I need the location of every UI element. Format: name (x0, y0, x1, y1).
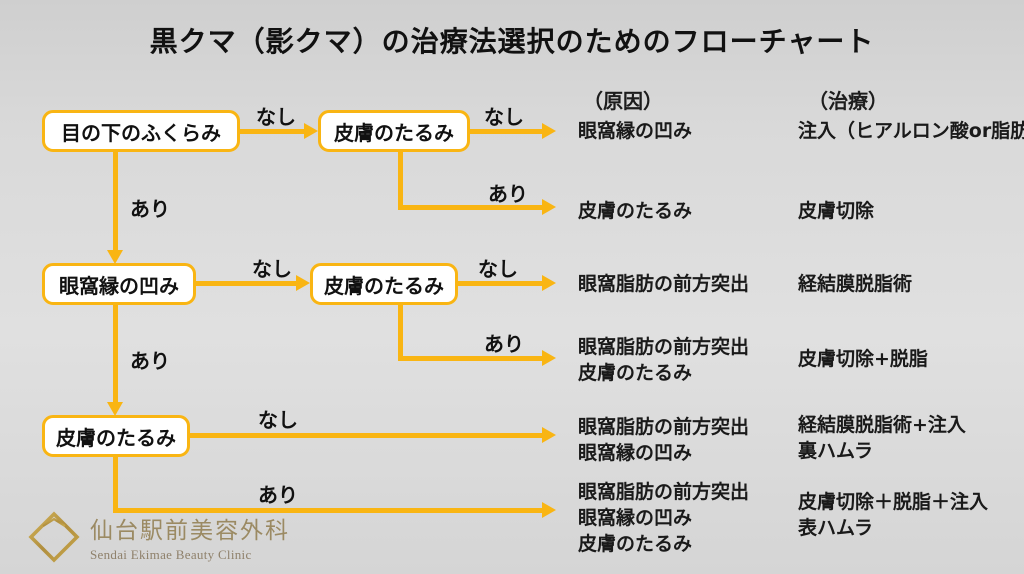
treatment-line: 皮膚切除 (798, 200, 875, 222)
edge-label-yes: あり (484, 332, 524, 356)
arrow-line (113, 457, 118, 513)
treatment-row-1: 注入（ヒアルロン酸or脂肪） (798, 118, 1024, 144)
flow-box-orbital-rim-hollow: 眼窩縁の凹み (42, 263, 196, 305)
treatment-row-2: 皮膚切除 (798, 198, 874, 224)
cause-line: 皮膚のたるみ (578, 200, 693, 222)
treatment-row-6: 皮膚切除＋脱脂＋注入 表ハムラ (798, 489, 988, 541)
column-header-treatment: （治療） (808, 89, 888, 113)
treatment-line: 表ハムラ (798, 517, 874, 539)
cause-line: 眼窩脂肪の前方突出 (578, 416, 750, 438)
arrow-head-right-icon (542, 123, 556, 139)
clinic-name-en: Sendai Ekimae Beauty Clinic (90, 547, 252, 562)
cause-line: 眼窩脂肪の前方突出 (578, 481, 750, 503)
page-title: 黒クマ（影クマ）の治療法選択のためのフローチャート (149, 25, 875, 58)
arrow-line (240, 129, 306, 134)
cause-line: 眼窩脂肪の前方突出 (578, 336, 750, 358)
edge-label-no: なし (258, 408, 298, 432)
cause-row-4: 眼窩脂肪の前方突出 皮膚のたるみ (578, 334, 749, 386)
arrow-head-right-icon (542, 502, 556, 518)
arrow-line (196, 281, 298, 286)
arrow-head-right-icon (542, 275, 556, 291)
flow-box-skin-laxity-mid: 皮膚のたるみ (310, 263, 458, 305)
treatment-line: 裏ハムラ (798, 440, 874, 462)
treatment-row-4: 皮膚切除+脱脂 (798, 346, 928, 372)
arrow-line (190, 433, 544, 438)
clinic-name-jp: 仙台駅前美容外科 (90, 518, 290, 544)
arrow-line (470, 129, 544, 134)
cause-row-3: 眼窩脂肪の前方突出 (578, 271, 749, 297)
cause-line: 眼窩縁の凹み (578, 507, 693, 529)
arrow-line (398, 305, 403, 361)
edge-label-yes: あり (488, 182, 528, 206)
flow-box-skin-laxity-bottom: 皮膚のたるみ (42, 415, 190, 457)
cause-row-5: 眼窩脂肪の前方突出 眼窩縁の凹み (578, 414, 749, 466)
edge-label-yes: あり (130, 197, 170, 221)
treatment-line: 経結膜脱脂術 (798, 273, 913, 295)
cause-row-6: 眼窩脂肪の前方突出 眼窩縁の凹み 皮膚のたるみ (578, 479, 749, 557)
cause-line: 眼窩縁の凹み (578, 442, 693, 464)
arrow-head-right-icon (296, 275, 310, 291)
cause-line: 皮膚のたるみ (578, 533, 693, 555)
column-header-cause: （原因） (583, 89, 663, 113)
arrow-head-down-icon (107, 250, 123, 264)
cause-line: 眼窩縁の凹み (578, 120, 693, 142)
arrow-line (113, 508, 544, 513)
clinic-logo: 仙台駅前美容外科 Sendai Ekimae Beauty Clinic (28, 511, 290, 563)
flow-box-skin-laxity-top: 皮膚のたるみ (318, 110, 470, 152)
arrow-head-right-icon (304, 123, 318, 139)
treatment-line: 経結膜脱脂術+注入 (798, 414, 966, 436)
arrow-line (398, 205, 544, 210)
arrow-line (458, 281, 544, 286)
edge-label-no: なし (478, 257, 518, 281)
arrow-head-right-icon (542, 427, 556, 443)
treatment-row-3: 経結膜脱脂術 (798, 271, 912, 297)
edge-label-no: なし (252, 257, 292, 281)
edge-label-yes: あり (258, 483, 298, 507)
treatment-line: 皮膚切除+脱脂 (798, 348, 928, 370)
cause-row-2: 皮膚のたるみ (578, 198, 692, 224)
cause-line: 皮膚のたるみ (578, 362, 693, 384)
edge-label-no: なし (256, 105, 296, 129)
flow-box-under-eye-bulge: 目の下のふくらみ (42, 110, 240, 152)
arrow-head-right-icon (542, 199, 556, 215)
edge-label-no: なし (484, 105, 524, 129)
arrow-head-down-icon (107, 402, 123, 416)
cause-line: 眼窩脂肪の前方突出 (578, 273, 750, 295)
arrow-line (113, 305, 118, 404)
arrow-head-right-icon (542, 350, 556, 366)
treatment-line: 皮膚切除＋脱脂＋注入 (798, 491, 989, 513)
clinic-logo-text: 仙台駅前美容外科 Sendai Ekimae Beauty Clinic (90, 511, 290, 563)
cause-row-1: 眼窩縁の凹み (578, 118, 692, 144)
arrow-line (398, 356, 544, 361)
arrow-line (398, 152, 403, 210)
edge-label-yes: あり (130, 349, 170, 373)
treatment-line: 注入（ヒアルロン酸or脂肪） (798, 120, 1024, 142)
treatment-row-5: 経結膜脱脂術+注入 裏ハムラ (798, 412, 966, 464)
arrow-line (113, 152, 118, 252)
clinic-logo-diamond-icon (28, 511, 80, 563)
